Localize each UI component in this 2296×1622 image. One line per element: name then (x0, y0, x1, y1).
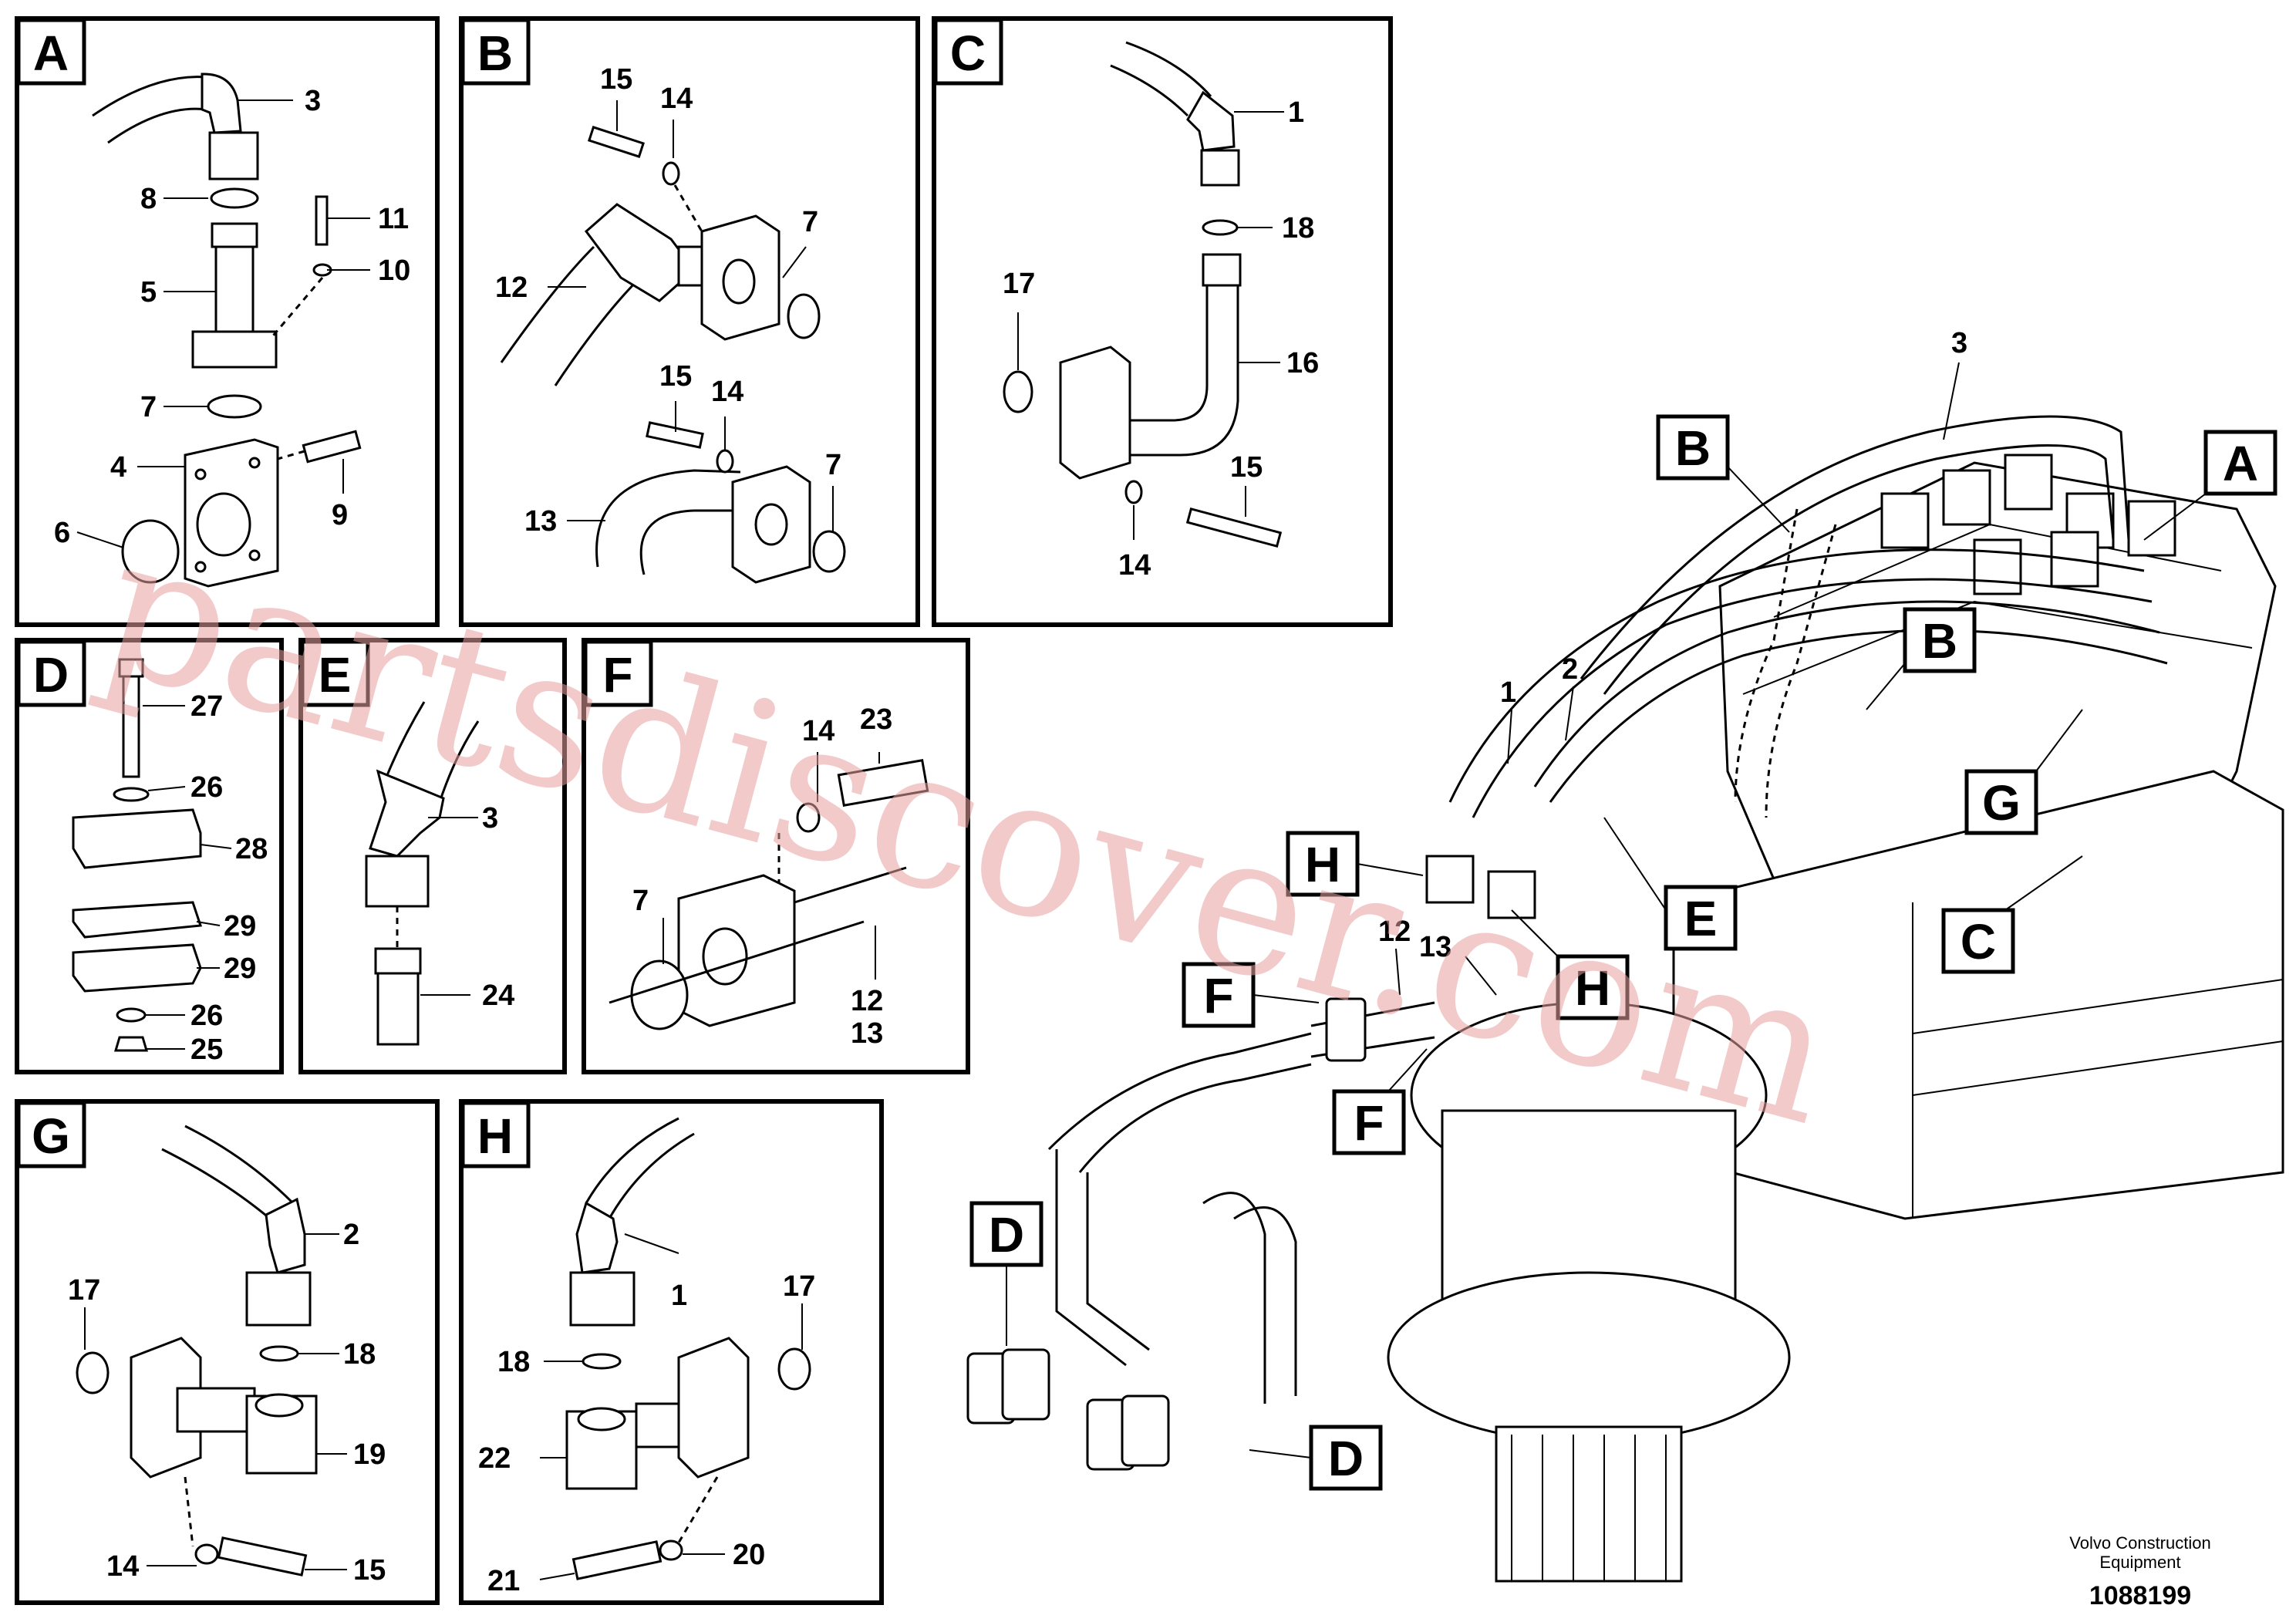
part-label: 11 (378, 203, 409, 235)
view-e-part-labels: 3 24 (482, 802, 514, 1012)
detail-view-e: E 3 24 (298, 638, 567, 1074)
part-label: 26 (190, 771, 223, 804)
callout-h-right: H (1575, 960, 1610, 1016)
view-b-part-labels: 15 14 7 12 15 14 7 13 (495, 63, 841, 538)
part-label: 13 (524, 505, 557, 538)
part-label: 22 (478, 1442, 511, 1475)
part-label: 8 (140, 183, 157, 215)
detail-view-h: H 1 18 17 22 21 20 (459, 1099, 884, 1605)
part-label: 1 (1288, 96, 1304, 129)
view-g-letter: G (32, 1108, 70, 1164)
main-assembly (966, 415, 2284, 1583)
detail-view-f: F 14 23 7 12 13 (582, 638, 970, 1074)
view-f-letter: F (602, 647, 632, 703)
part-label: 12 (495, 271, 528, 304)
part-label: 14 (106, 1550, 139, 1583)
part-label: 27 (190, 690, 223, 723)
detail-view-c: C 1 18 17 16 15 14 (932, 16, 1393, 627)
part-label: 7 (632, 885, 649, 917)
view-c-letter: C (950, 25, 986, 81)
part-label: 7 (802, 206, 818, 238)
callout-c: C (1961, 914, 1996, 969)
part-label: 12 (851, 985, 883, 1017)
part-label: 14 (802, 715, 834, 747)
part-label: 29 (224, 910, 256, 943)
part-label: 24 (482, 980, 514, 1012)
main-part-labels: 3 2 1 12 13 (1378, 327, 1967, 996)
part-label: 13 (851, 1017, 883, 1050)
view-h-letter: H (477, 1108, 513, 1164)
callout-a: A (2223, 436, 2258, 491)
main-callouts: B A B G H E C H F F D D (969, 414, 2277, 1491)
part-label: 17 (783, 1270, 815, 1303)
part-label: 3 (482, 802, 498, 835)
part-label: 18 (497, 1346, 530, 1378)
part-label: 23 (860, 703, 892, 736)
callout-b-upper: B (1675, 420, 1711, 476)
view-a-part-labels: 3 8 11 10 5 7 9 4 6 (54, 85, 410, 549)
part-label: 15 (1230, 451, 1263, 484)
footer-company-line2: Equipment (2099, 1553, 2180, 1572)
footer: Volvo Construction Equipment 1088199 (2069, 1533, 2210, 1610)
view-g-part-labels: 2 17 18 19 14 15 (68, 1219, 386, 1587)
part-label: 15 (353, 1554, 386, 1587)
part-label: 1 (671, 1280, 687, 1312)
callout-e: E (1684, 891, 1718, 946)
callout-h-left: H (1305, 837, 1340, 892)
part-label: 7 (825, 449, 841, 481)
part-label: 2 (343, 1219, 359, 1251)
callout-d-lower: D (1328, 1431, 1364, 1486)
part-label: 7 (140, 391, 157, 423)
part-label: 14 (711, 376, 743, 408)
drawing-number: 1088199 (2089, 1581, 2191, 1610)
part-label: 17 (68, 1274, 100, 1307)
detail-view-a: A 3 8 11 10 (15, 16, 440, 627)
part-label: 17 (1003, 268, 1035, 300)
part-label: 13 (1419, 931, 1451, 963)
part-label: 6 (54, 517, 70, 549)
view-a-letter: A (33, 25, 69, 81)
detail-view-d: D 27 26 28 29 29 26 25 (15, 638, 284, 1074)
part-label: 19 (353, 1438, 386, 1471)
callout-d-upper: D (989, 1207, 1024, 1263)
part-label: 18 (1282, 212, 1314, 244)
callout-g: G (1982, 775, 2021, 831)
part-label: 14 (660, 83, 693, 115)
part-label: 4 (110, 451, 126, 484)
part-label: 12 (1378, 916, 1411, 948)
part-label: 10 (378, 255, 410, 287)
detail-view-b: B 15 14 7 12 15 14 (459, 16, 920, 627)
part-label: 29 (224, 953, 256, 985)
callout-f-lower: F (1354, 1095, 1384, 1151)
view-d-part-labels: 27 26 28 29 29 26 25 (190, 690, 268, 1066)
view-b-letter: B (477, 25, 513, 81)
view-d-letter: D (33, 647, 69, 703)
part-label: 14 (1118, 549, 1151, 582)
part-label: 1 (1500, 676, 1516, 709)
footer-company-line1: Volvo Construction (2069, 1533, 2210, 1553)
part-label: 5 (140, 276, 157, 309)
detail-view-g: G 2 17 18 19 14 15 (15, 1099, 440, 1605)
part-label: 9 (332, 499, 348, 531)
part-label: 25 (190, 1034, 223, 1066)
callout-f-upper: F (1203, 968, 1233, 1023)
view-e-letter: E (319, 647, 352, 703)
part-label: 3 (1951, 327, 1967, 359)
part-label: 15 (659, 360, 692, 393)
part-label: 21 (487, 1565, 520, 1597)
view-c-part-labels: 1 18 17 16 15 14 (1003, 96, 1319, 582)
part-label: 2 (1562, 653, 1578, 686)
part-label: 20 (733, 1539, 765, 1571)
part-label: 16 (1286, 347, 1319, 379)
part-label: 26 (190, 1000, 223, 1032)
part-label: 18 (343, 1338, 376, 1371)
part-label: 3 (305, 85, 321, 117)
part-label: 28 (235, 833, 268, 865)
callout-b-lower: B (1922, 613, 1957, 669)
part-label: 15 (600, 63, 632, 96)
view-f-part-labels: 14 23 7 12 13 (632, 703, 892, 1050)
view-h-part-labels: 1 18 17 22 21 20 (478, 1270, 815, 1597)
